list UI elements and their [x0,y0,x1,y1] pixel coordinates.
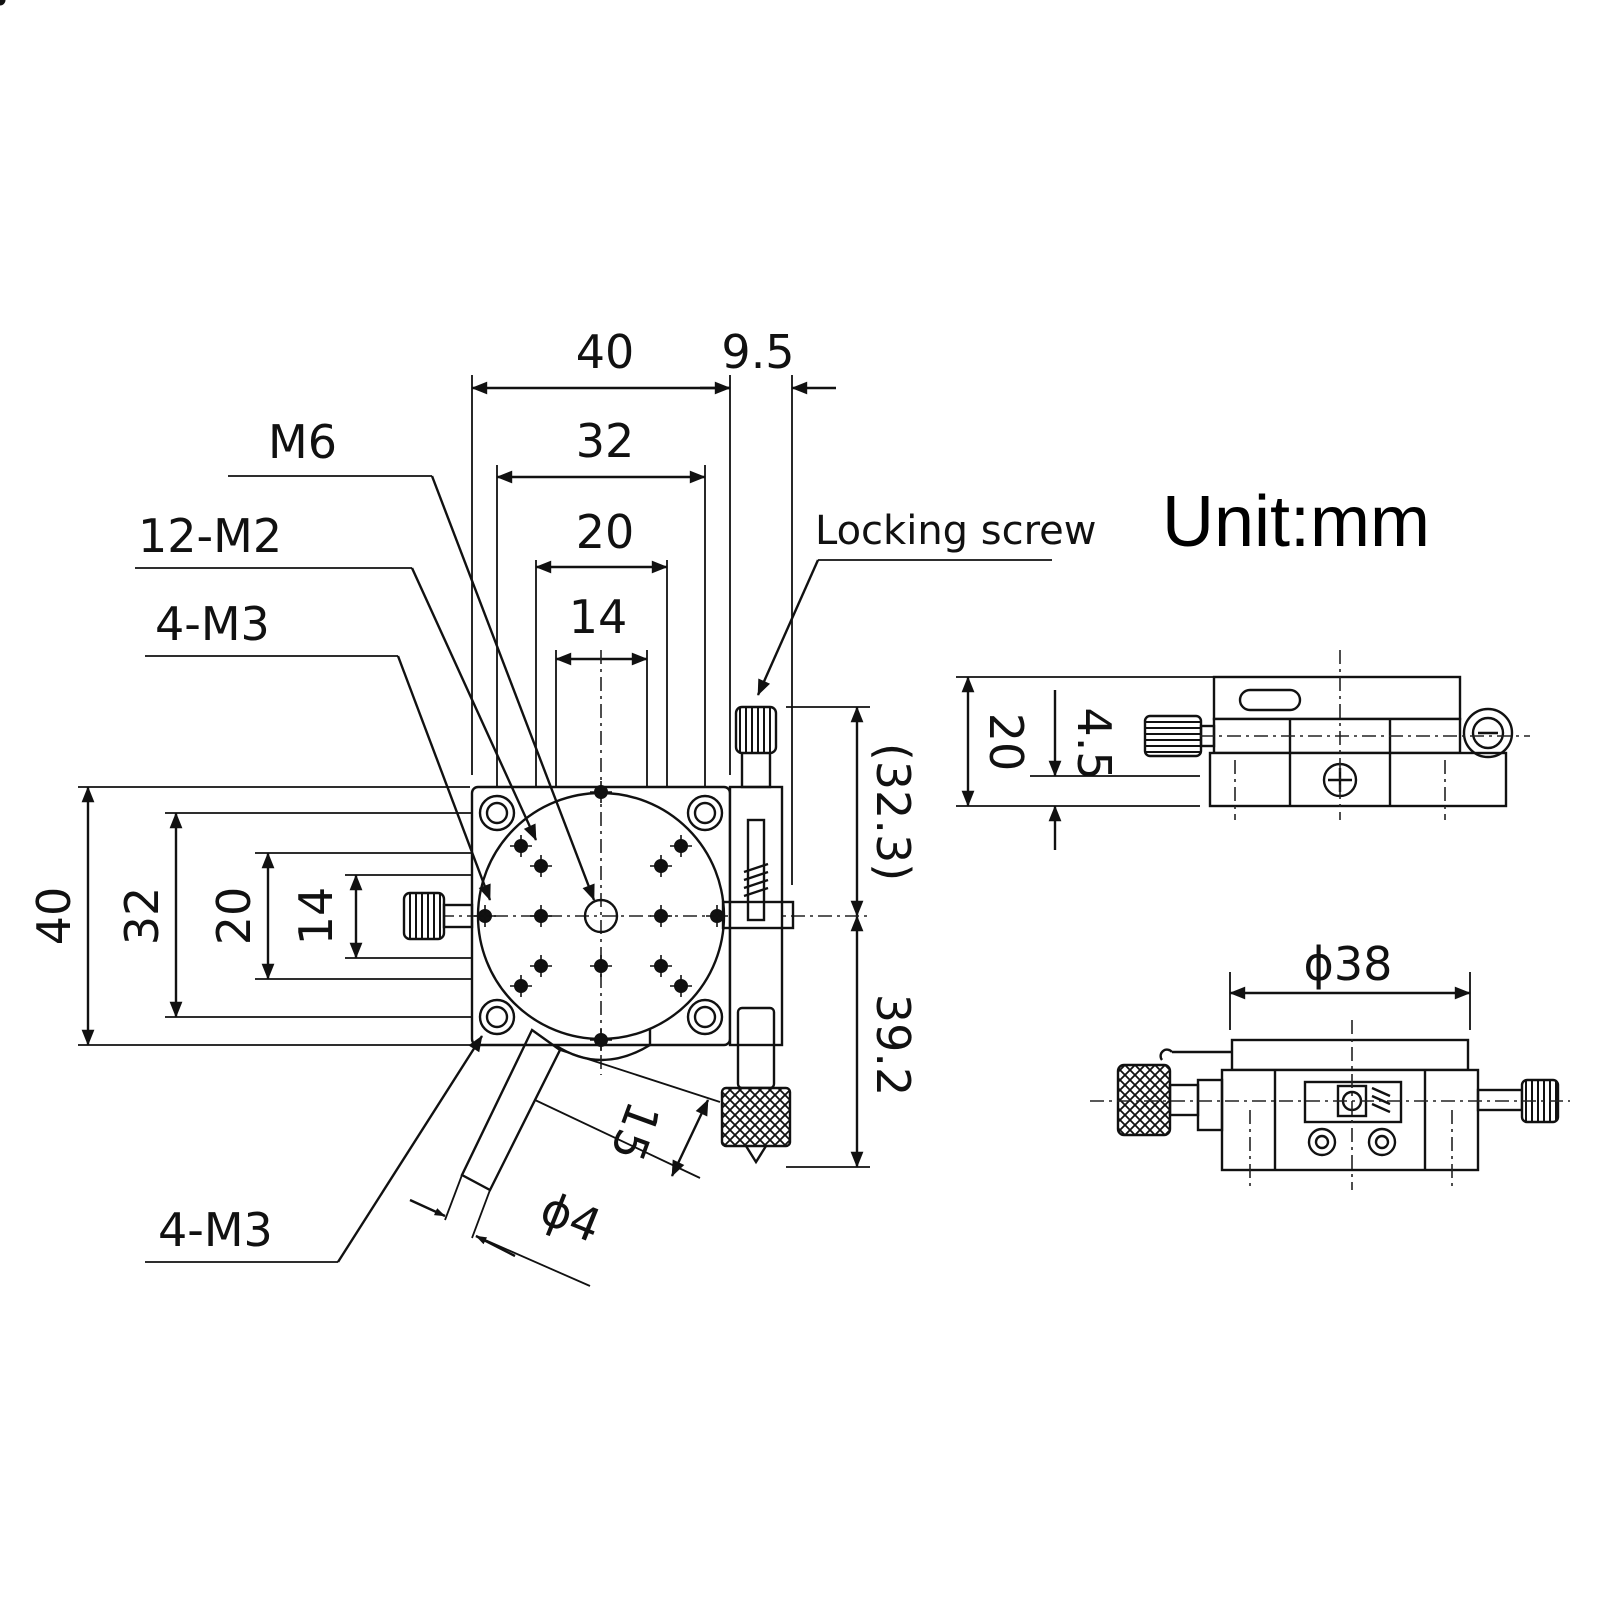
label-4-m3-lower: 4-M3 [158,1203,273,1257]
hole-crosshair [590,781,612,803]
leader-lines [135,475,1052,1263]
center-hole-m6 [583,898,619,934]
dim-20-top: 20 [576,505,635,559]
hole-crosshair [670,835,692,857]
dim-phi4: ϕ4 [533,1181,609,1253]
label-12-m2: 12-M2 [138,509,282,563]
hole-crosshair [706,905,728,927]
hole-crosshair [590,955,612,977]
hole-crosshair [474,905,496,927]
side-lever [409,1028,721,1287]
front-dim-phi38: ϕ38 [1304,937,1393,991]
locking-screw-knob[interactable] [734,705,778,755]
left-dimension-lines [81,786,363,1046]
dim-32-top: 32 [576,414,635,468]
dim-40-top: 40 [576,325,635,379]
right-slider-assembly [720,705,795,1165]
hole-crosshair [650,855,672,877]
dim-15: 15 [600,1095,671,1168]
dim-32-left: 32 [115,887,169,946]
label-4-m3-upper: 4-M3 [155,597,270,651]
hole-crosshair [650,905,672,927]
dim-14-left: 14 [289,887,343,946]
micrometer-thimble[interactable] [720,1086,792,1148]
label-locking-screw: Locking screw [815,508,1097,554]
m2-holes [0,0,6,6]
top-extension-lines [471,375,793,885]
hole-crosshair [590,1029,612,1051]
hole-crosshair [650,955,672,977]
front-view: ϕ38 [1090,937,1570,1190]
right-dimension-lines [786,706,870,1168]
hole-crosshair [530,855,552,877]
dim-14-top: 14 [569,590,628,644]
hole-crosshair [530,955,552,977]
dim-20-left: 20 [207,887,261,946]
side-view: 20 4.5 [956,650,1530,850]
dim-9-5: 9.5 [721,325,794,379]
top-view: 40 9.5 32 20 14 40 32 20 14 (32.3) 39.2 … [0,0,1097,1287]
front-left-knob[interactable] [1116,1063,1172,1137]
hole-crosshair [510,835,532,857]
side-dim-4-5: 4.5 [1067,707,1121,780]
corner-holes [478,794,724,1036]
hole-crosshair [670,975,692,997]
hole-crosshair [530,905,552,927]
dim-40-left: 40 [27,887,81,946]
side-dim-20: 20 [979,713,1033,772]
dim-32-3: (32.3) [866,743,920,881]
hole-crosshair [510,975,532,997]
left-knob[interactable] [402,891,446,941]
label-m6: M6 [268,415,337,469]
unit-label: Unit:mm [1162,482,1430,562]
top-dimension-lines [471,381,836,666]
small-hole-marks [474,781,728,1051]
dim-39-2: 39.2 [866,994,920,1096]
side-knob[interactable] [1143,714,1203,758]
